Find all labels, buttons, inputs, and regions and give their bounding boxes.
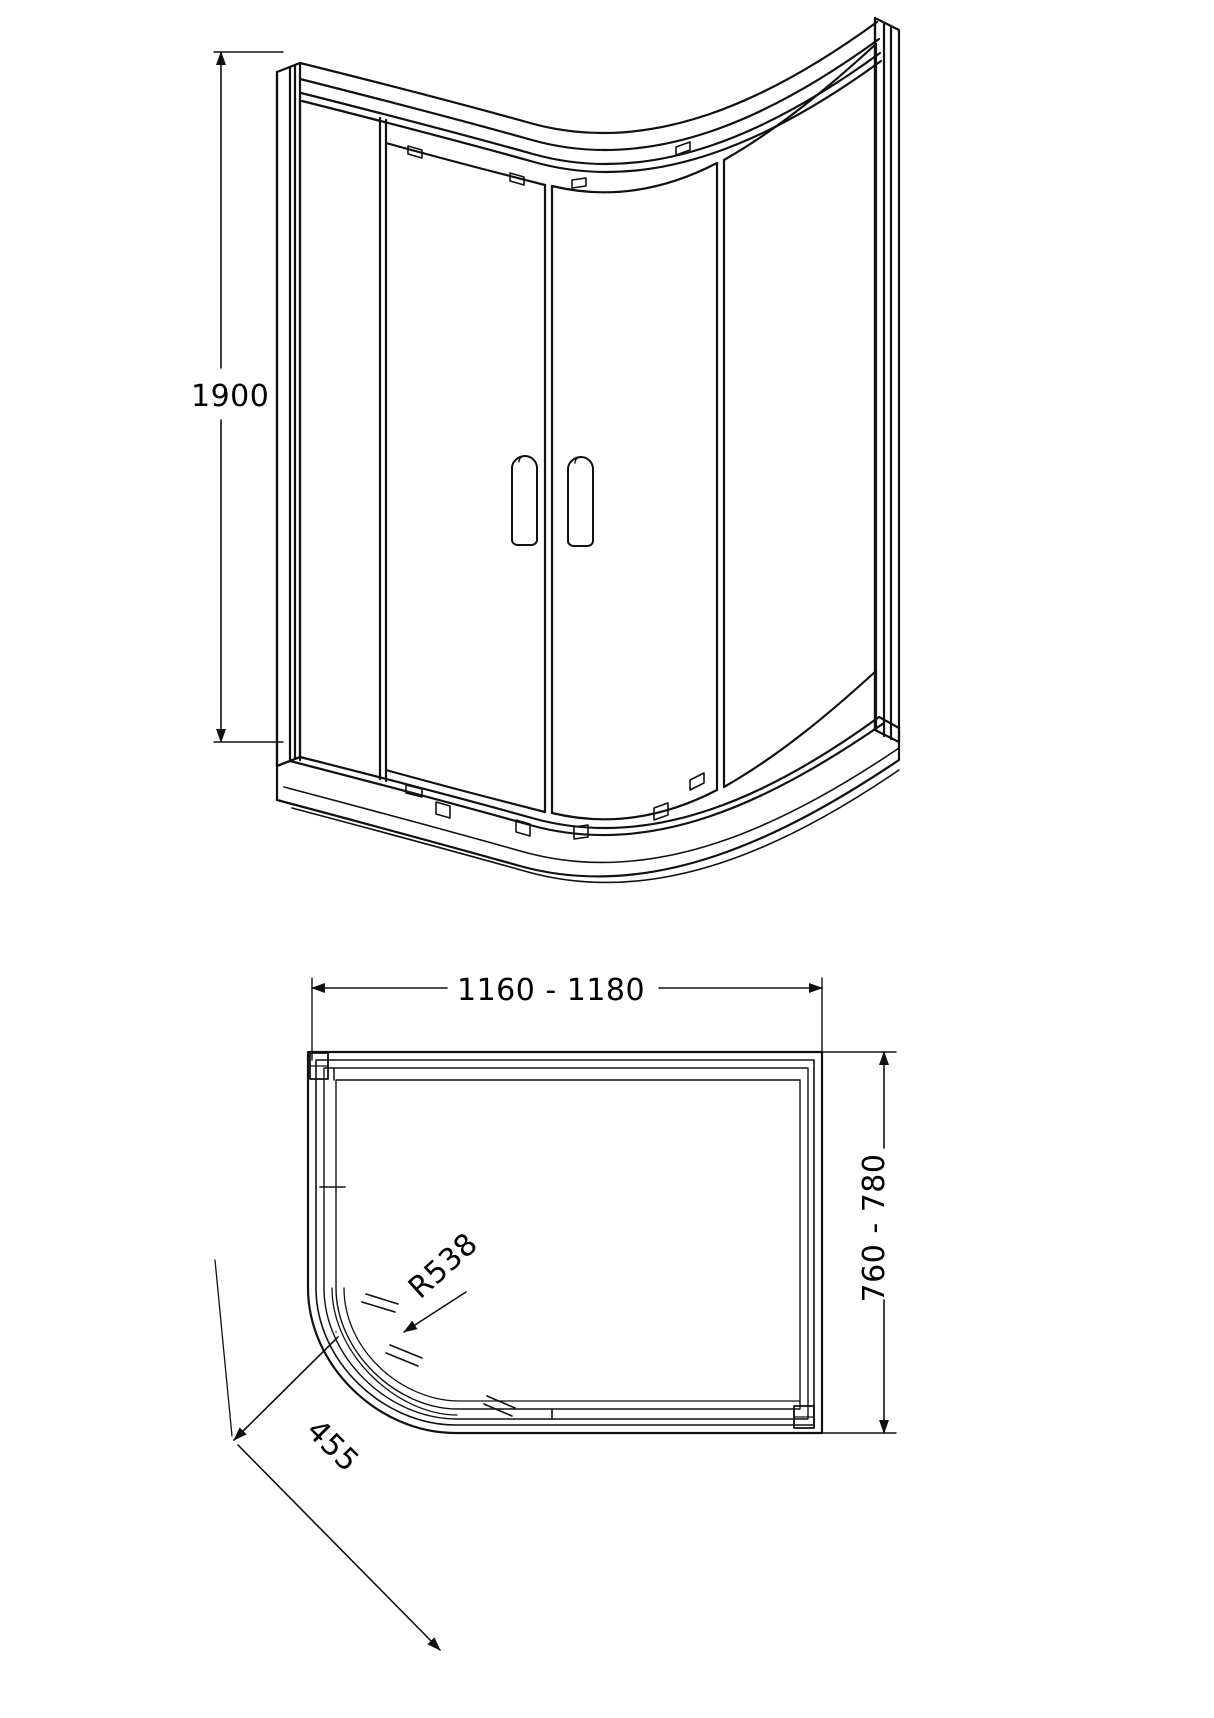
plan-corner-curve-detail bbox=[331, 1287, 801, 1416]
dimension-label-width: 1160 - 1180 bbox=[457, 973, 645, 1008]
iso-tray-top-face bbox=[275, 715, 901, 837]
plan-inner-glass-line bbox=[335, 1079, 801, 1410]
plan-post-bottom-right bbox=[793, 1405, 815, 1429]
iso-glass-panel-right bbox=[722, 42, 878, 789]
plan-outer-profile bbox=[306, 1050, 824, 1435]
isometric-view bbox=[213, 16, 901, 884]
dimension-label-diagonal: 455 bbox=[299, 1413, 365, 1479]
dimension-label-radius: R538 bbox=[402, 1226, 485, 1306]
plan-view bbox=[214, 977, 897, 1651]
dimension-radius-r538 bbox=[403, 1291, 467, 1333]
plan-wall-post-top-left bbox=[309, 1052, 329, 1080]
iso-top-rail bbox=[298, 20, 882, 166]
iso-right-post bbox=[873, 16, 901, 744]
iso-door-handle-left[interactable] bbox=[511, 455, 538, 546]
iso-tray-fixing-tabs bbox=[405, 772, 705, 840]
iso-top-rail-inner bbox=[300, 59, 883, 174]
dimension-label-depth: 760 - 780 bbox=[857, 1154, 892, 1303]
iso-left-post bbox=[275, 61, 302, 768]
iso-door-right bbox=[550, 158, 726, 821]
iso-top-roller-tabs bbox=[407, 141, 691, 189]
iso-door-left bbox=[384, 141, 554, 815]
dimension-diagonal-455 bbox=[214, 1259, 441, 1651]
iso-tray-skirt bbox=[275, 726, 901, 884]
dimension-depth-760-780 bbox=[821, 1051, 897, 1434]
dimension-height-1900 bbox=[213, 51, 284, 743]
plan-curve-joints bbox=[319, 1186, 553, 1420]
dimension-width-1160-1180 bbox=[311, 977, 823, 1061]
dimension-label-height: 1900 bbox=[191, 379, 269, 414]
iso-glass-panel-left bbox=[298, 93, 388, 783]
iso-door-handle-right[interactable] bbox=[567, 456, 594, 547]
